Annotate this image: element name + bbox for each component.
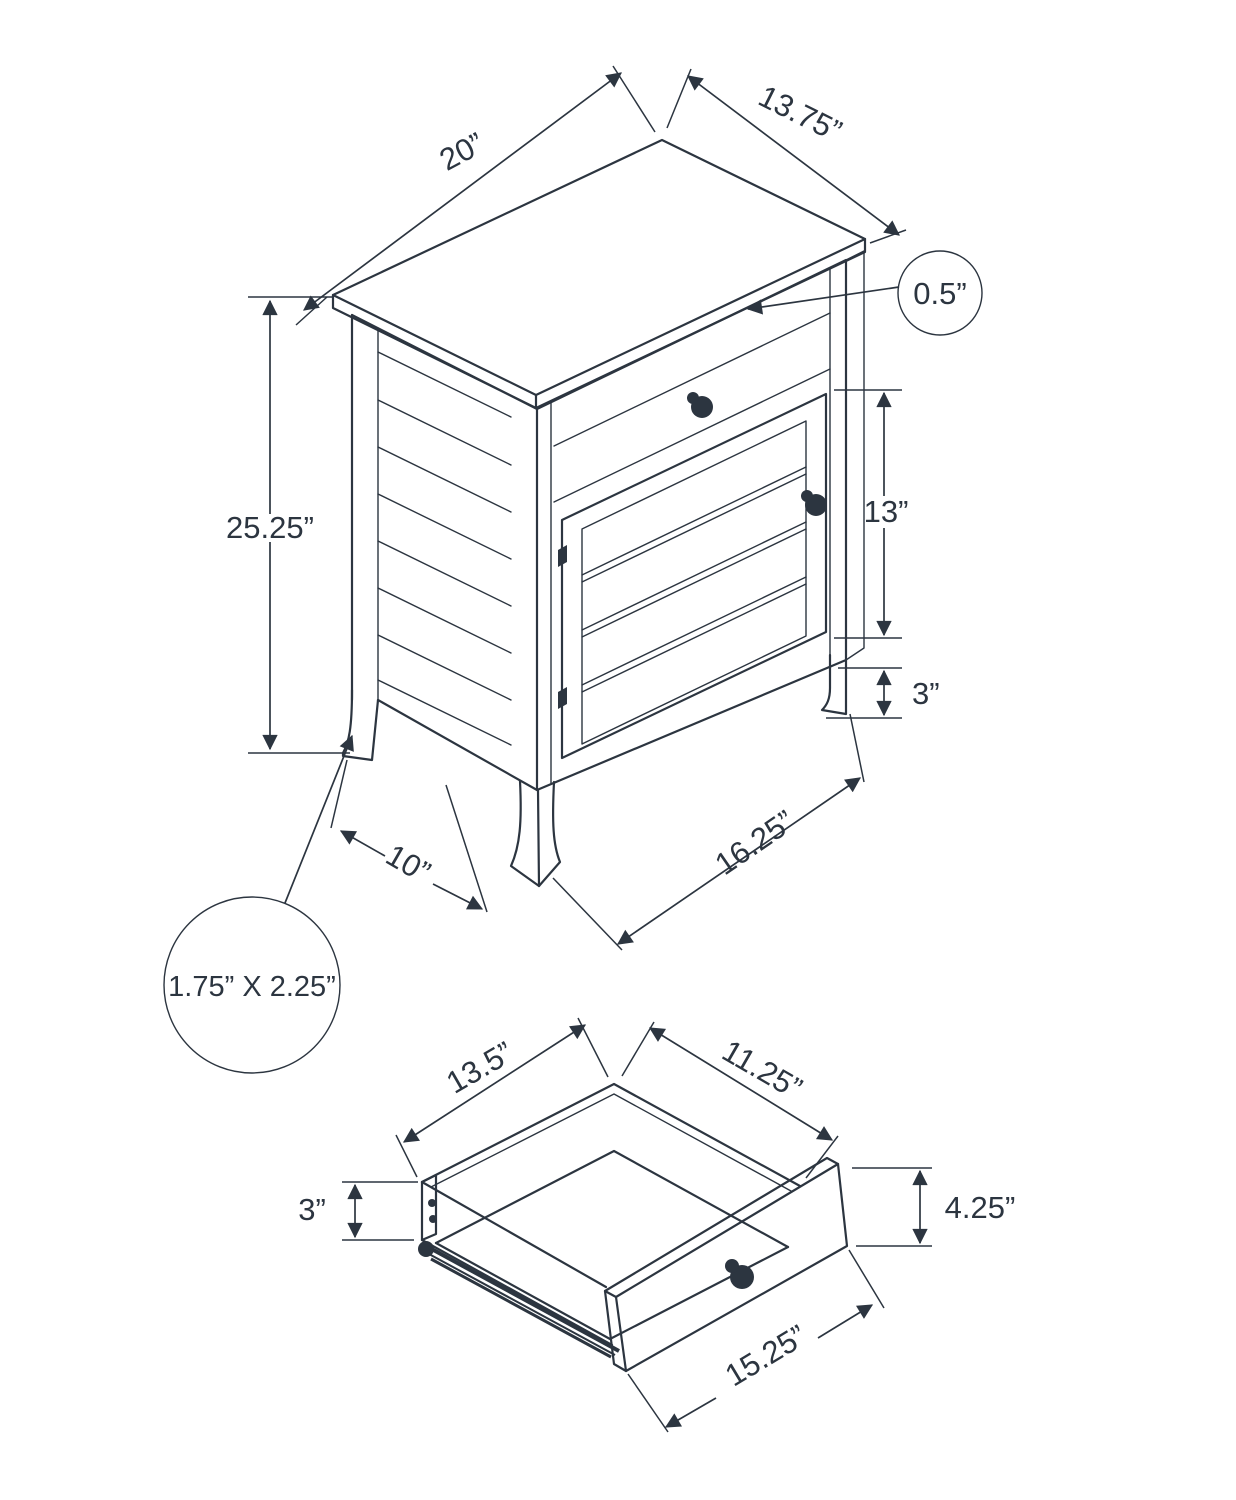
callout-leg-size: 1.75” X 2.25”	[163, 734, 354, 1074]
dim-drawer-side-height: 3”	[298, 1181, 418, 1241]
door-hinge-top	[558, 545, 567, 567]
dim-drawer-front-height-label: 4.25”	[945, 1190, 1016, 1225]
dim-leg-height: 3”	[826, 667, 940, 719]
table-right-side	[845, 250, 865, 661]
table-top	[331, 138, 867, 410]
table-figure: 20” 13.75” 0.5” 25.25”	[163, 65, 983, 1074]
dim-drawer-width: 11.25”	[621, 1021, 839, 1179]
dim-drawer-depth: 13.5”	[395, 1017, 609, 1178]
drawer-knob-cap	[725, 1259, 739, 1273]
dim-leg-size-label: 1.75” X 2.25”	[168, 971, 336, 1003]
table-right-leg	[820, 653, 848, 716]
callout-top-thickness: 0.5”	[746, 250, 983, 336]
drawer-slide-rail	[418, 1199, 620, 1359]
rail-roller-wheel	[418, 1241, 434, 1257]
callout-circle-leg	[163, 896, 341, 1074]
dim-drawer-front-width: 15.25”	[627, 1249, 885, 1433]
dim-drawer-depth-label: 13.5”	[440, 1035, 519, 1101]
dim-drawer-side-height-label: 3”	[298, 1192, 326, 1227]
drawer-figure: 13.5” 11.25” 3” 4.25”	[298, 1017, 1016, 1433]
dim-side-depth: 10”	[330, 759, 488, 913]
rail-screw-top	[428, 1199, 436, 1207]
dim-top-depth: 13.75”	[666, 68, 907, 244]
table-left-leg	[341, 688, 380, 762]
dim-overall-height: 25.25”	[226, 296, 350, 754]
dim-drawer-width-label: 11.25”	[716, 1033, 808, 1106]
table-front-leg	[509, 779, 562, 888]
dim-door-height: 13”	[834, 389, 909, 639]
callout-circle	[897, 250, 983, 336]
table-drawer-knob-cap	[687, 392, 699, 404]
rail-screw-bottom	[429, 1215, 437, 1223]
dim-top-width-label: 20”	[434, 126, 490, 178]
door-hinge-bottom	[558, 687, 567, 709]
dim-side-depth-label: 10”	[380, 837, 436, 890]
table-front-face	[535, 258, 848, 792]
dim-top-depth-label: 13.75”	[753, 78, 847, 149]
dim-door-height-label: 13”	[864, 494, 909, 529]
dim-leg-height-label: 3”	[912, 676, 940, 711]
dim-front-width-label: 16.25”	[709, 803, 801, 882]
table-left-side-panel	[350, 313, 539, 792]
dim-front-width: 16.25”	[552, 713, 865, 951]
table-drawer-top-edge	[553, 312, 831, 447]
dim-overall-height-label: 25.25”	[226, 510, 314, 545]
table-drawer-bottom-edge	[553, 368, 831, 503]
dim-top-thickness-label: 0.5”	[913, 276, 966, 311]
table-door	[558, 392, 828, 760]
drawer-front-panel	[603, 1156, 849, 1373]
dim-drawer-front-width-label: 15.25”	[719, 1318, 812, 1393]
dim-drawer-front-height: 4.25”	[852, 1167, 1016, 1247]
table-door-knob-cap	[801, 490, 813, 502]
